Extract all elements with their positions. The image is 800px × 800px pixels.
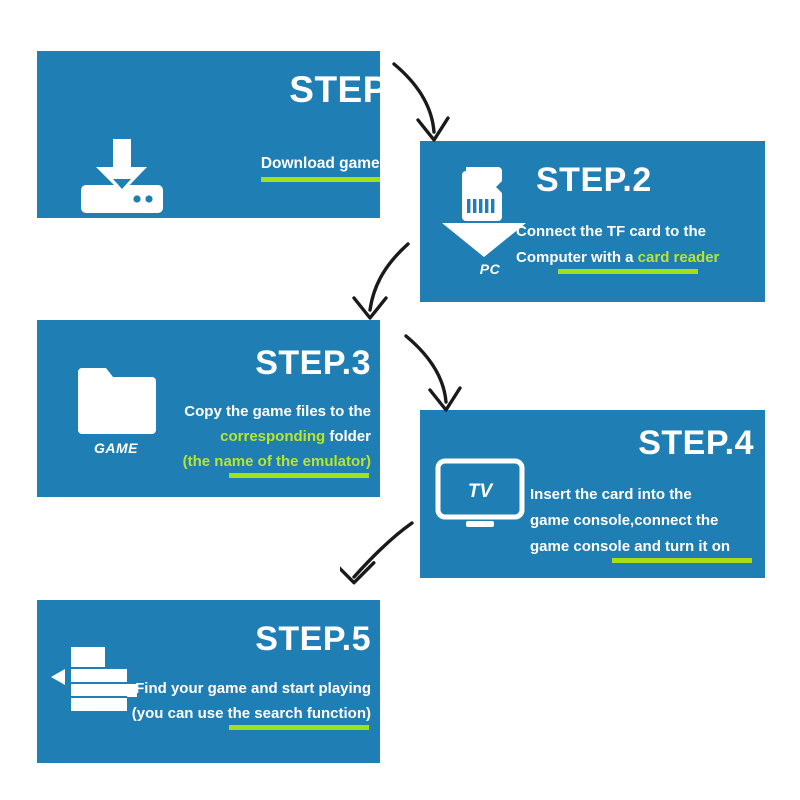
step-3-desc2-highlight: corresponding (220, 428, 326, 445)
arrow-step4-to-step5 (340, 521, 414, 585)
step-4-title-underline (612, 558, 752, 563)
step-4-description-line-2: game console,connect the (530, 512, 719, 529)
step-2-title-underline (558, 269, 698, 274)
step-panel-3: GAME STEP.3 Copy the game files to the c… (37, 320, 380, 497)
step-2-desc2-highlight: card reader (637, 249, 720, 266)
arrow-step1-to-step2 (392, 62, 450, 142)
step-2-description-line-1: Connect the TF card to the (516, 223, 707, 240)
step-3-desc2-plain: folder (325, 428, 371, 445)
step-2-desc2-plain: Computer with a (516, 249, 638, 266)
game-list-play-icon (51, 645, 153, 723)
step-3-text: STEP.3 Copy the game files to the corres… (147, 344, 375, 478)
step-panel-2: PC STEP.2 Connect the TF card to the Com… (420, 141, 765, 302)
step-1-title-underline (261, 177, 380, 182)
svg-text:TV: TV (468, 481, 494, 502)
step-5-text: STEP.5 Find your game and start playing … (109, 620, 375, 730)
step-1-title: STEP.1 (289, 69, 380, 110)
tf-card-icon: PC (440, 163, 540, 278)
download-icon (79, 133, 165, 218)
step-5-title-underline (229, 725, 369, 730)
step-5-title: STEP.5 (255, 620, 371, 658)
step-4-text: STEP.4 Insert the card into the game con… (530, 424, 760, 563)
step-5-description-line-1: Find your game and start playing (135, 680, 371, 697)
step-3-description-line-2: corresponding folder (147, 428, 375, 445)
step-3-title: STEP.3 (255, 344, 371, 382)
step-3-description-line-1: Copy the game files to the (184, 403, 371, 420)
step-3-description-line-3: (the name of the emulator) (182, 453, 371, 470)
step-3-title-underline (229, 473, 369, 478)
step-1-text: STEP.1 Download game files (187, 69, 380, 182)
tv-icon: TV (432, 455, 528, 533)
step-2-text: STEP.2 Connect the TF card to the Comput… (516, 161, 756, 274)
step-4-title: STEP.4 (638, 424, 754, 462)
arrow-step2-to-step3 (352, 242, 410, 320)
step-1-description: Download game files (260, 155, 380, 172)
step-2-icon-caption: PC (479, 260, 501, 277)
step-2-title: STEP.2 (536, 161, 652, 199)
folder-icon: GAME (69, 362, 163, 458)
step-5-description-line-2: (you can use the search function) (131, 705, 371, 722)
step-panel-5: STEP.5 Find your game and start playing … (37, 600, 380, 763)
step-panel-4: TV STEP.4 Insert the card into the game … (420, 410, 765, 578)
step-2-description-line-2: Computer with a card reader (516, 249, 756, 266)
step-panel-1: STEP.1 Download game files (37, 51, 380, 218)
arrow-step3-to-step4 (404, 334, 462, 412)
step-4-description-line-1: Insert the card into the (530, 486, 692, 503)
step-3-icon-caption: GAME (94, 440, 138, 456)
step-4-description-line-3: game console and turn it on (530, 538, 731, 555)
